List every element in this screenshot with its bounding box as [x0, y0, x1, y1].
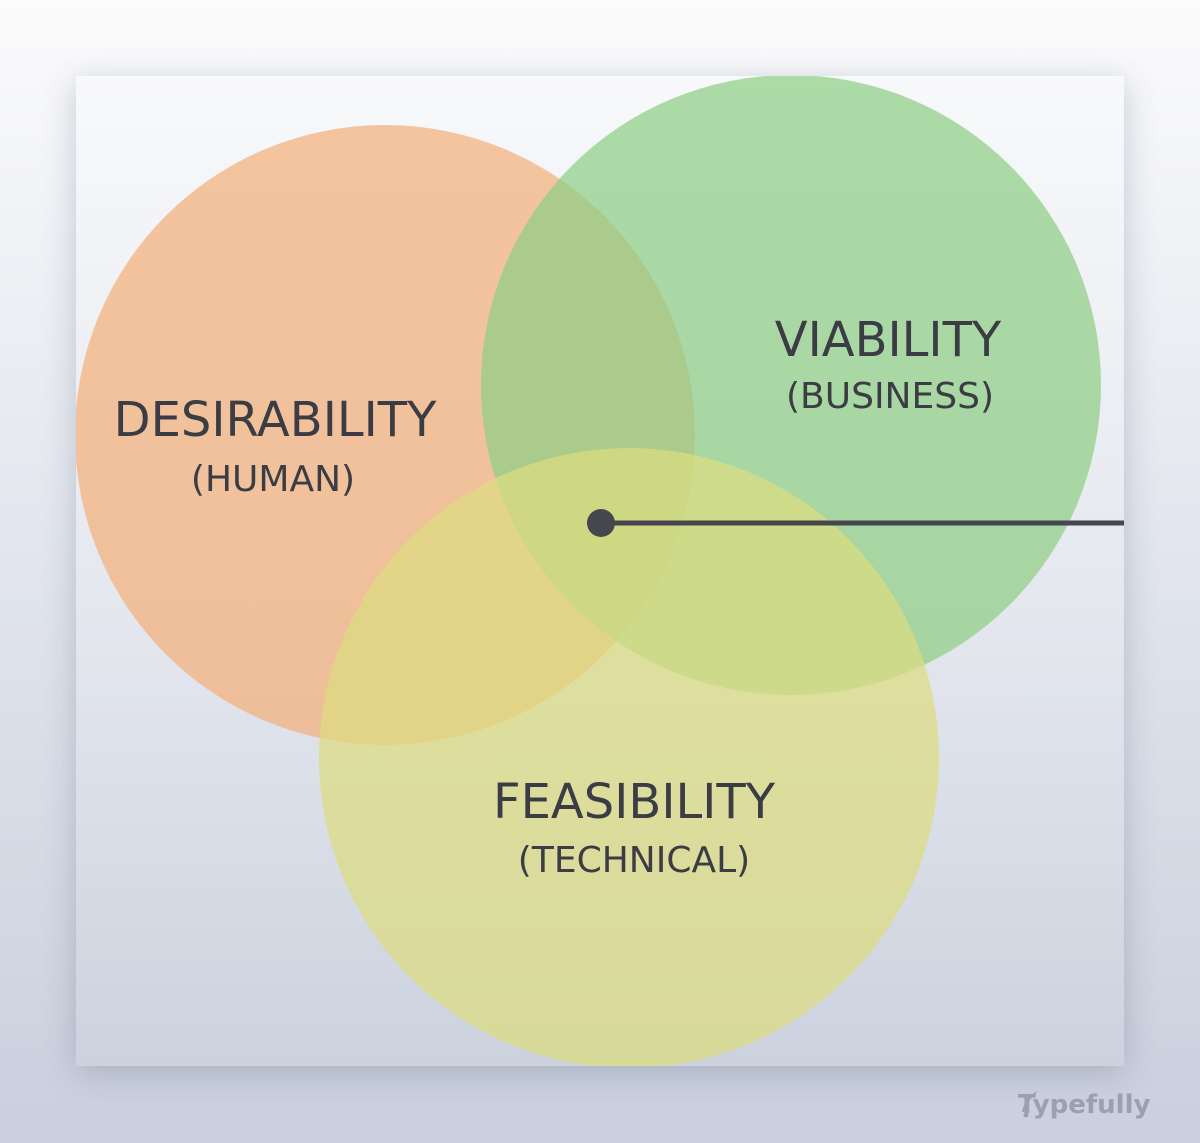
viability-title: VIABILITY	[775, 312, 1002, 368]
feather-icon	[1022, 1091, 1038, 1118]
watermark: Typefully	[1018, 1090, 1150, 1120]
watermark-text: Typefully	[1018, 1090, 1151, 1120]
desirability-title: DESIRABILITY	[114, 392, 437, 448]
viability-subtitle: (BUSINESS)	[786, 376, 994, 417]
feasibility-subtitle: (TECHNICAL)	[518, 840, 750, 881]
venn-diagram: DESIRABILITY (HUMAN) VIABILITY (BUSINESS…	[76, 76, 1124, 1066]
venn-diagram-card: DESIRABILITY (HUMAN) VIABILITY (BUSINESS…	[76, 76, 1124, 1066]
desirability-subtitle: (HUMAN)	[191, 459, 355, 500]
feasibility-title: FEASIBILITY	[493, 774, 776, 830]
feasibility-circle	[319, 448, 939, 1066]
pointer-dot	[587, 509, 615, 537]
